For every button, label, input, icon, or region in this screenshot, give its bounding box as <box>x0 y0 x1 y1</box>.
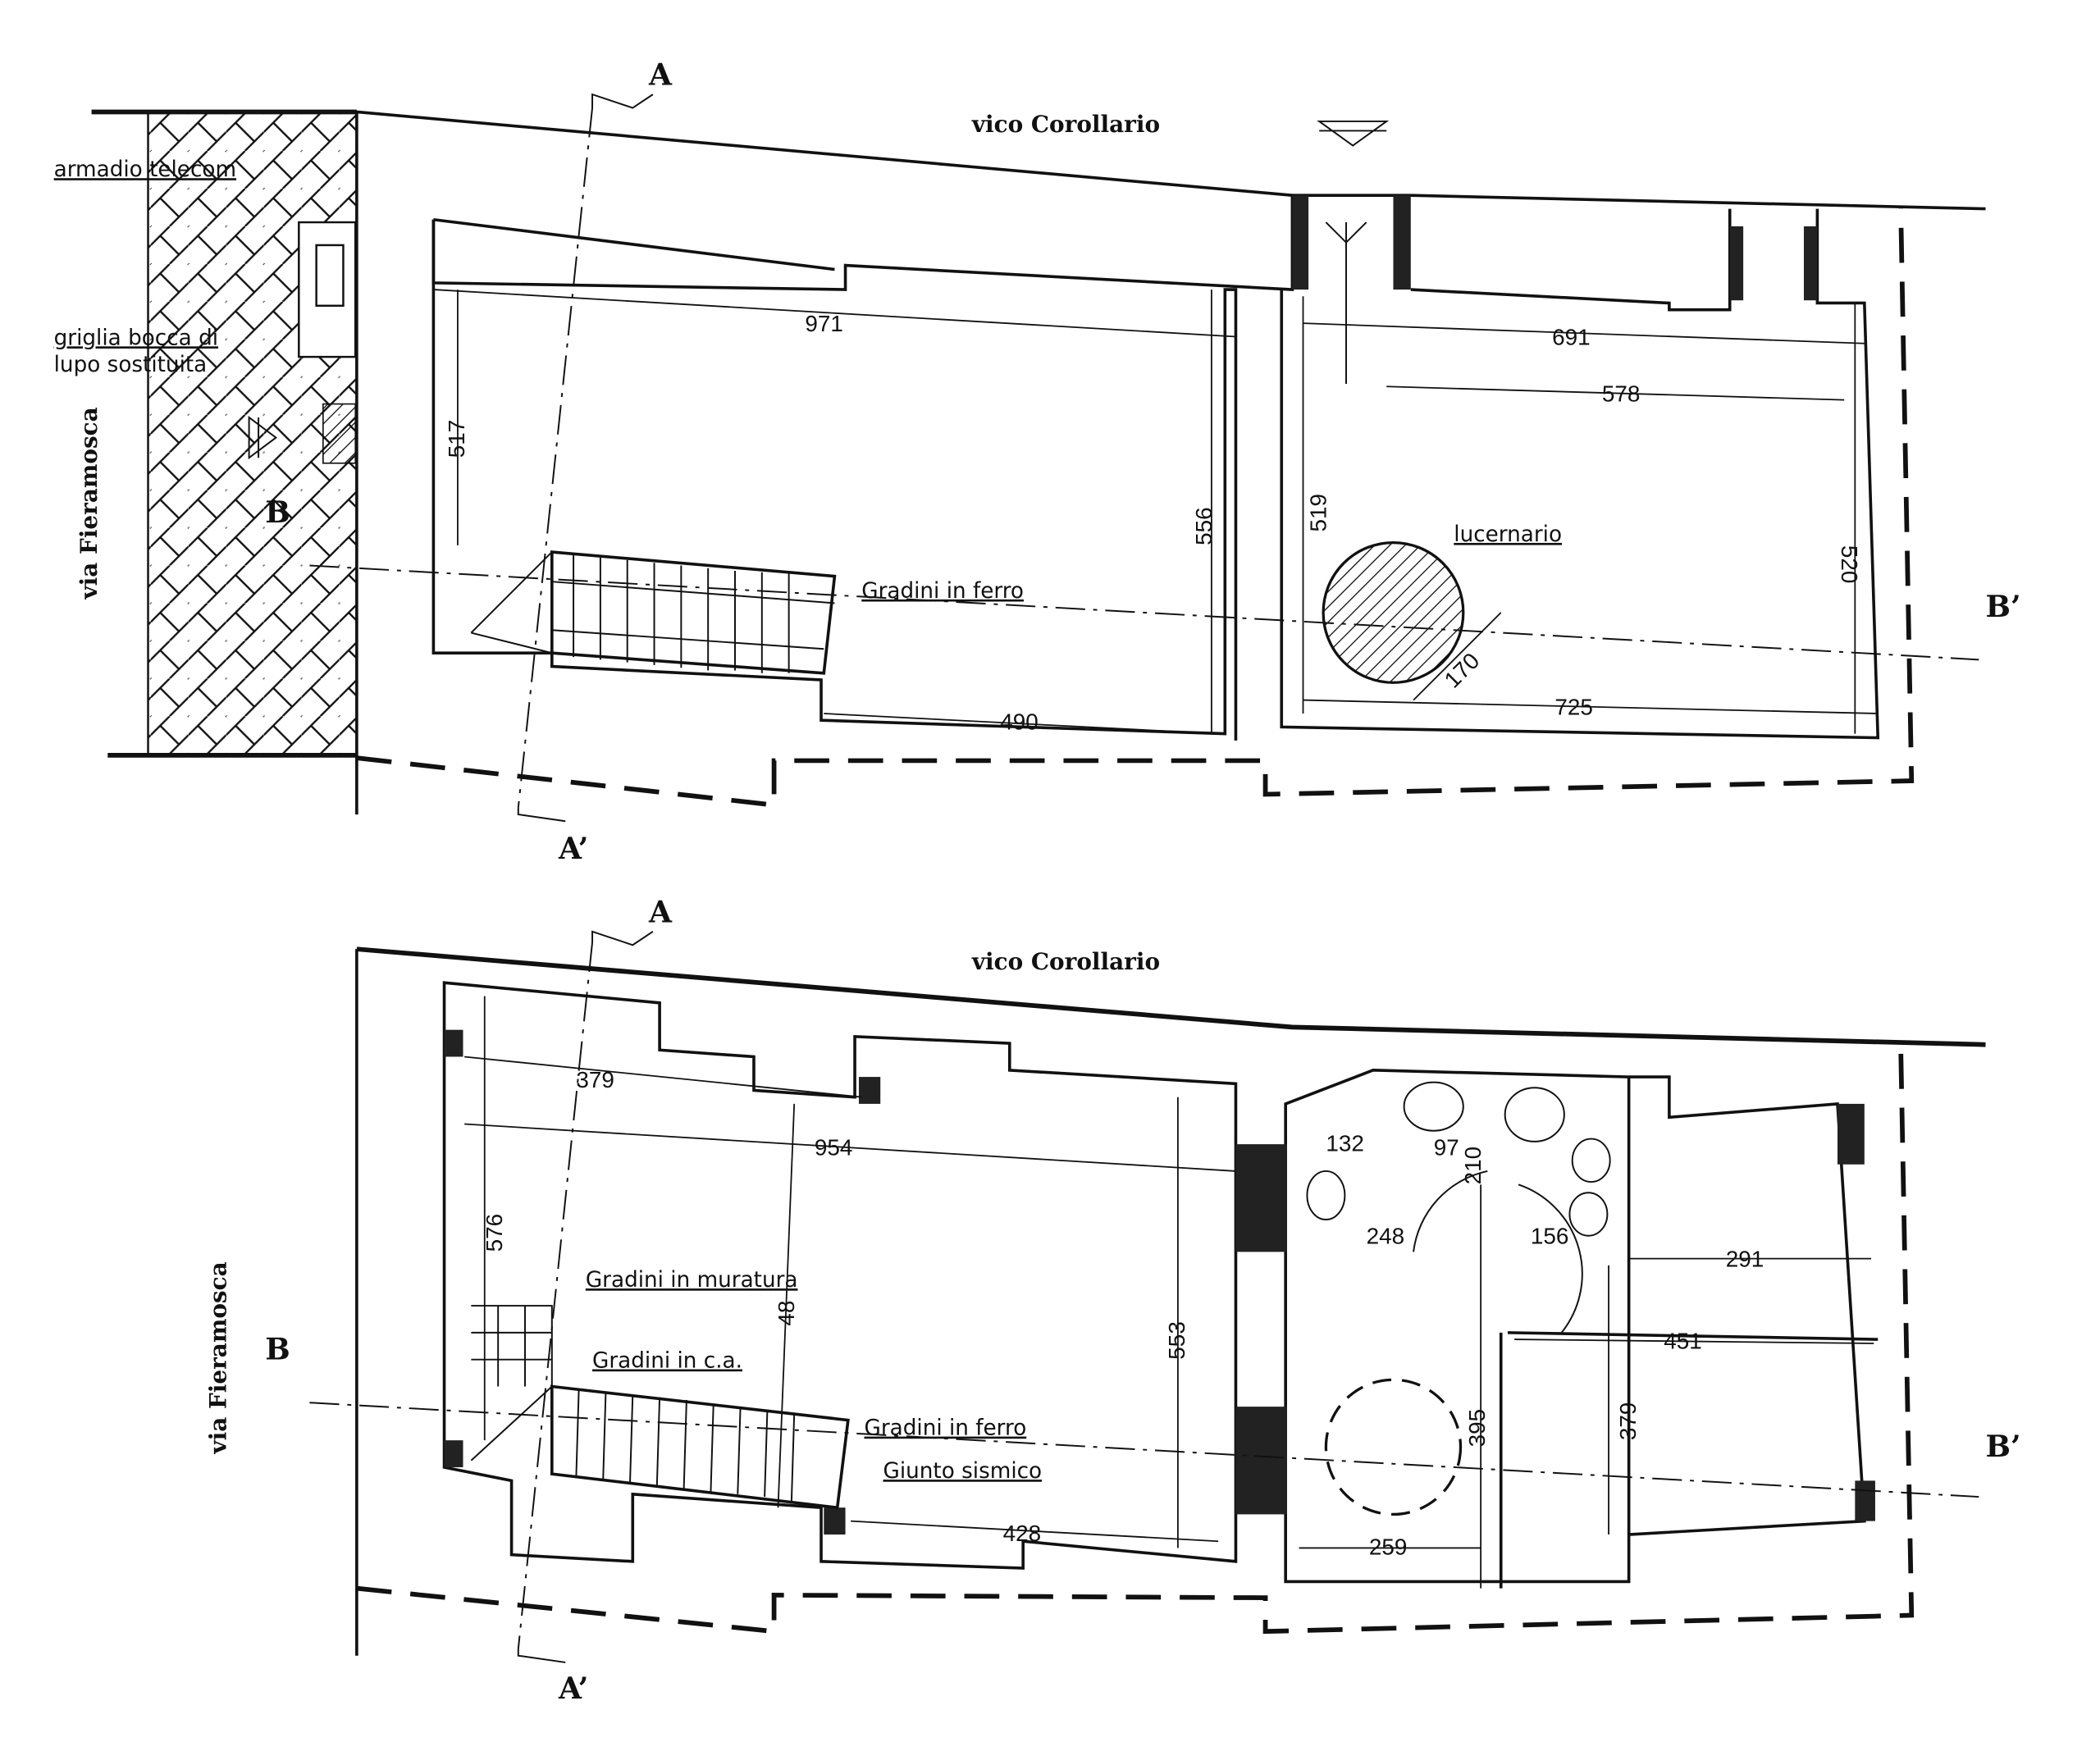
dim-379-left: 379 <box>576 1067 614 1092</box>
dim-97: 97 <box>1434 1134 1459 1160</box>
dim-553: 553 <box>1164 1321 1189 1360</box>
street-label-west: via Fieramosca <box>75 407 103 600</box>
label-griglia-1: griglia bocca di <box>54 326 218 350</box>
dim-490: 490 <box>1000 709 1039 735</box>
section-a-prime: A’ <box>558 831 588 866</box>
label-gradini-ca: Gradini in c.a. <box>592 1349 742 1374</box>
label-gradini-muratura: Gradini in muratura <box>586 1268 798 1293</box>
dim-132: 132 <box>1326 1130 1364 1156</box>
section-a-bottom: A <box>648 894 673 929</box>
street-label-west-bottom: via Fieramosca <box>205 1261 232 1454</box>
iron-stairs <box>470 550 837 675</box>
label-gradini-ferro: Gradini in ferro <box>861 579 1024 604</box>
dim-517: 517 <box>444 420 469 458</box>
dim-971: 971 <box>805 311 843 336</box>
label-griglia-2: lupo sostituita <box>54 353 208 377</box>
dim-578: 578 <box>1602 381 1641 406</box>
section-b-prime-bottom: B’ <box>1986 1429 2021 1464</box>
section-b-prime: B’ <box>1986 589 2021 624</box>
bathroom-fixtures <box>1306 1081 1611 1334</box>
dim-556: 556 <box>1191 507 1217 545</box>
section-b-bottom: B <box>265 1332 290 1367</box>
label-giunto-sismico: Giunto sismico <box>883 1459 1043 1484</box>
street-label-north: vico Corollario <box>971 111 1160 138</box>
telecom-cabinet <box>298 221 357 358</box>
skylight <box>1322 540 1465 684</box>
dim-519: 519 <box>1305 494 1331 532</box>
section-a: A <box>648 57 673 93</box>
sidewalk-herringbone <box>147 111 358 757</box>
dim-259: 259 <box>1369 1535 1408 1560</box>
dim-156: 156 <box>1531 1224 1569 1249</box>
dim-379-right: 379 <box>1615 1402 1641 1441</box>
dim-725: 725 <box>1554 695 1593 720</box>
stairs-bottom <box>470 1305 850 1510</box>
label-lucernario: lucernario <box>1454 522 1562 547</box>
dim-291: 291 <box>1726 1246 1764 1271</box>
dim-395: 395 <box>1464 1409 1490 1448</box>
dim-576: 576 <box>482 1214 507 1252</box>
plan-bottom: 379 954 576 48 553 428 132 97 210 248 15… <box>205 894 2021 1706</box>
plan-top: 971 517 556 490 519 691 578 520 725 170 … <box>54 57 2021 867</box>
dim-691: 691 <box>1552 324 1591 349</box>
label-armadio: armadio telecom <box>54 157 236 182</box>
section-b: B <box>265 495 290 530</box>
dim-954: 954 <box>815 1134 853 1160</box>
dim-520: 520 <box>1837 545 1862 584</box>
dim-48: 48 <box>774 1301 799 1326</box>
dim-428: 428 <box>1003 1521 1042 1546</box>
dim-210: 210 <box>1460 1147 1486 1185</box>
label-gradini-ferro-bottom: Gradini in ferro <box>865 1416 1027 1441</box>
dim-248: 248 <box>1367 1224 1405 1249</box>
section-a-prime-bottom: A’ <box>558 1671 588 1706</box>
dim-451: 451 <box>1664 1329 1702 1354</box>
grate <box>322 403 357 464</box>
street-label-north-bottom: vico Corollario <box>971 948 1160 975</box>
